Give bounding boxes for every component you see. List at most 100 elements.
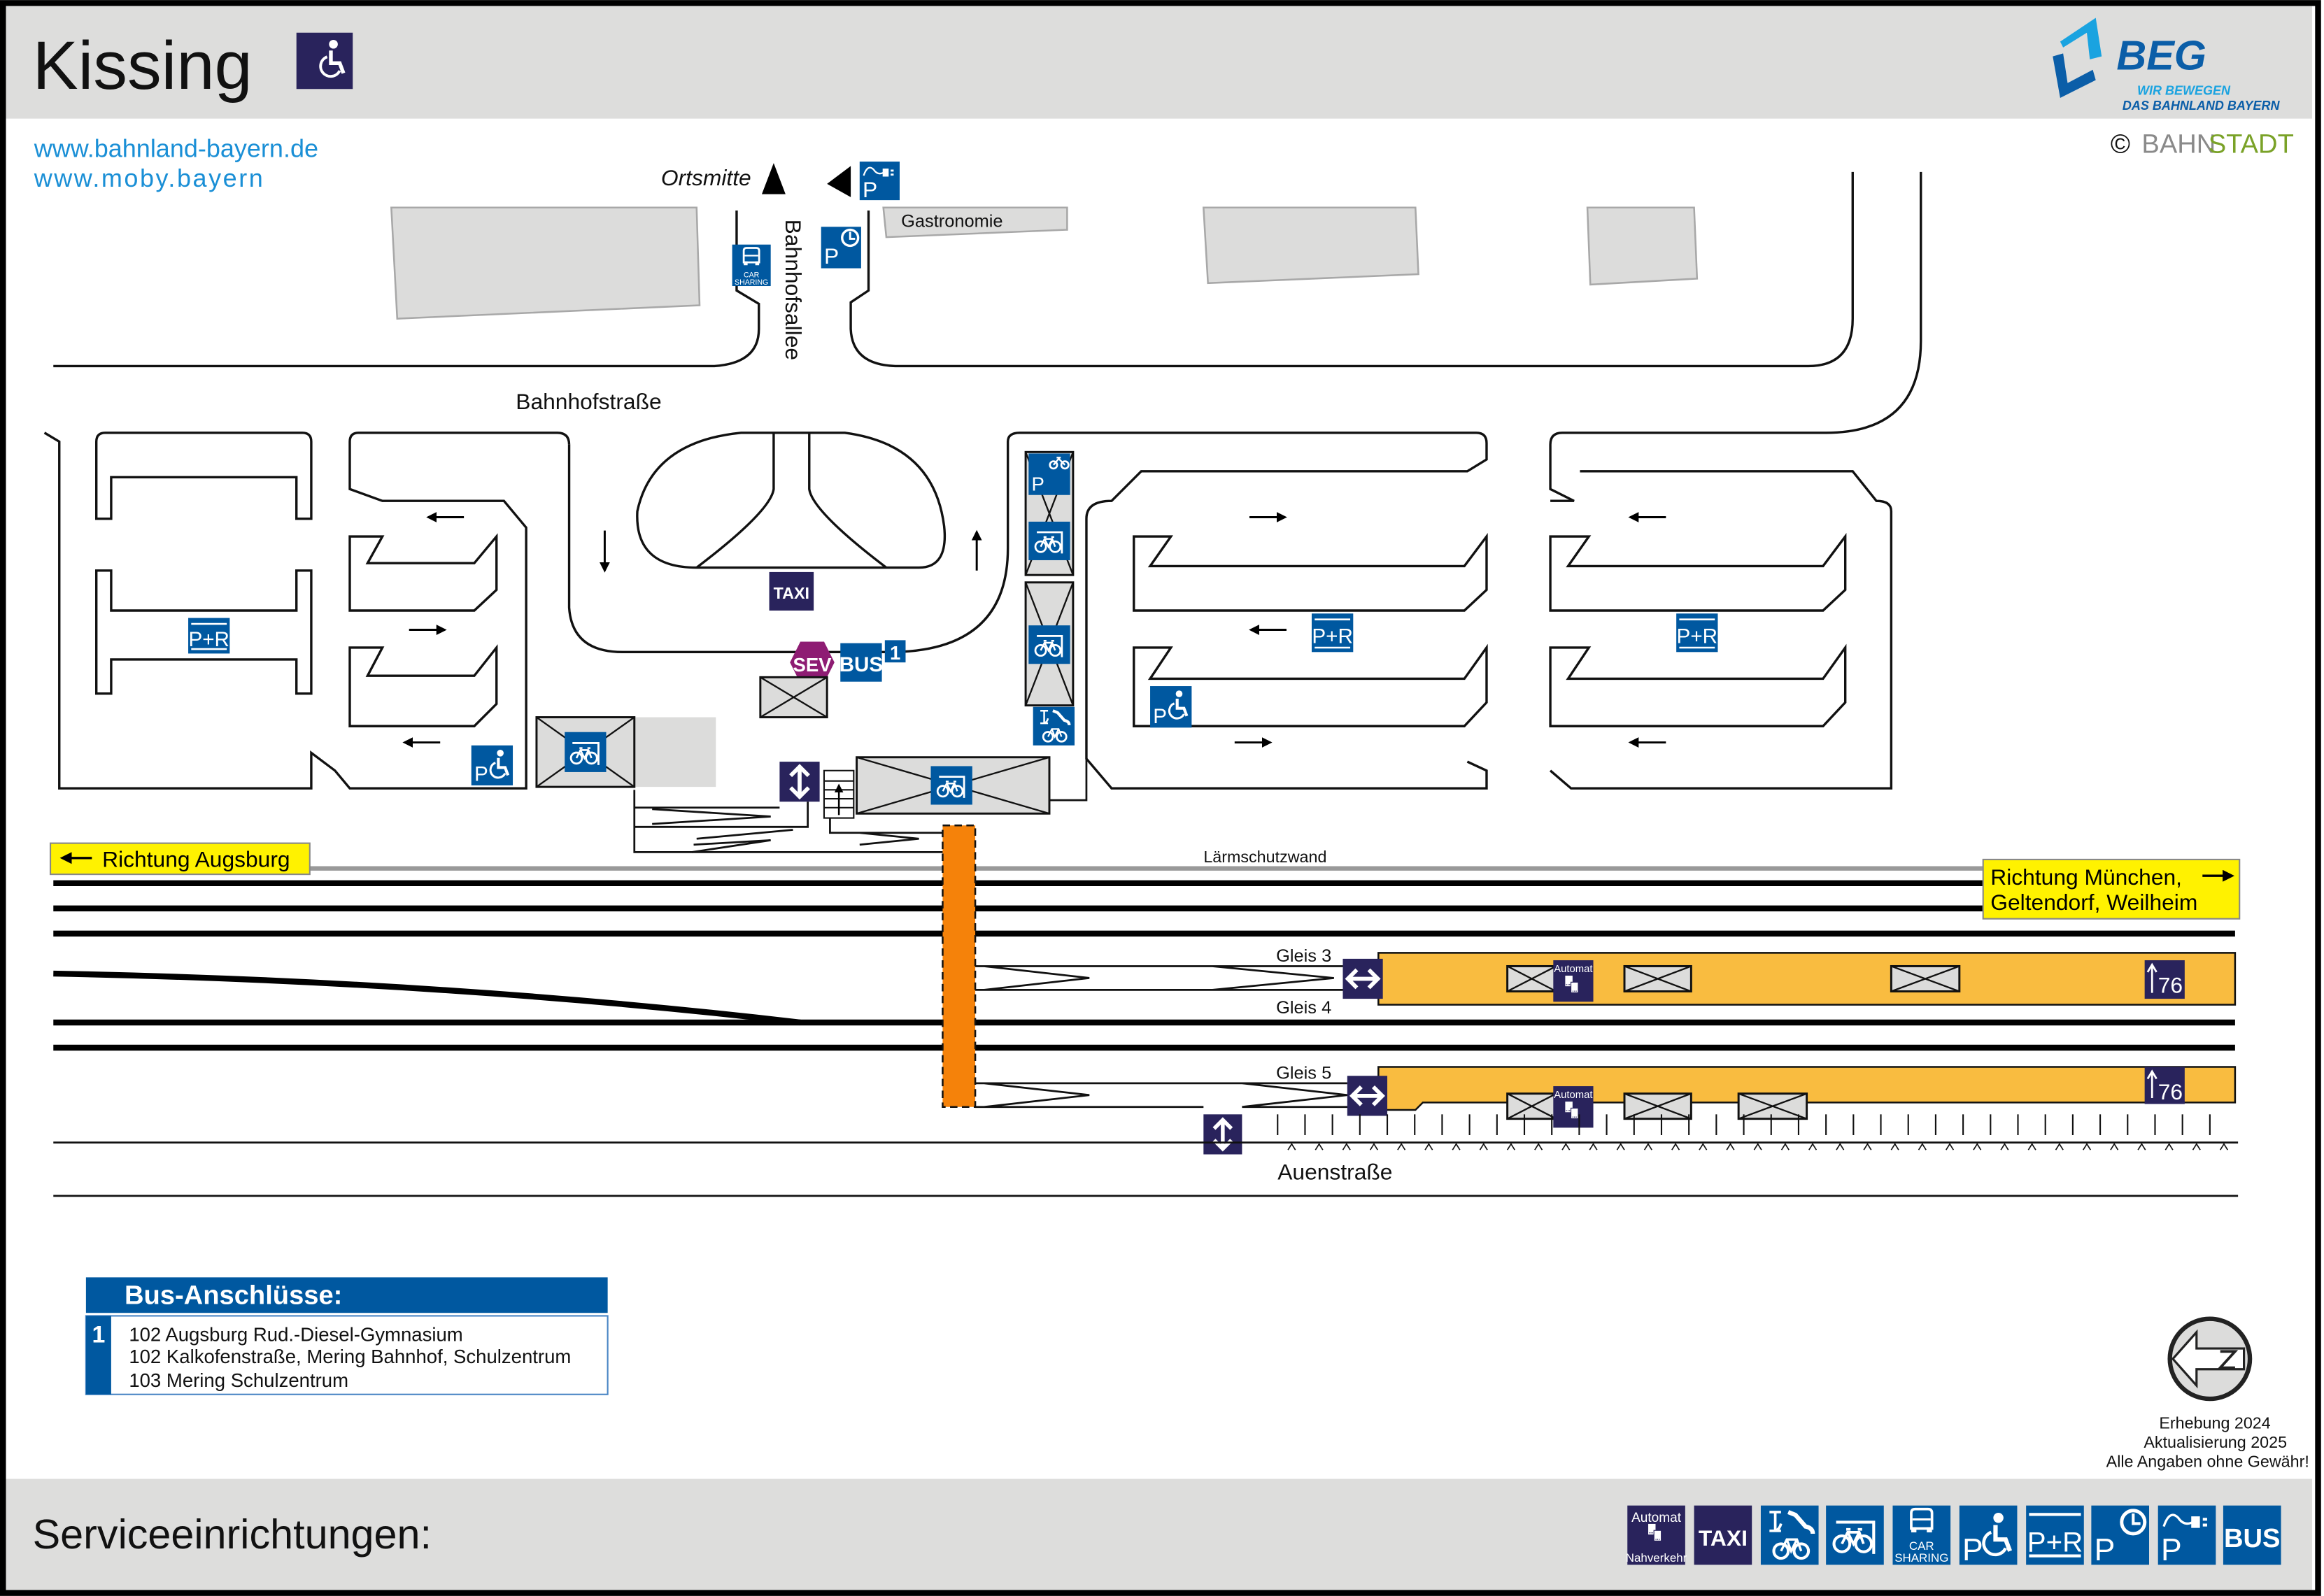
svg-text:P: P xyxy=(1153,705,1167,728)
building-gastronomie xyxy=(882,206,1068,238)
building xyxy=(1202,206,1419,285)
svg-text:76: 76 xyxy=(2158,973,2183,998)
disabled-parking-icon: P xyxy=(471,745,513,786)
services-title: Serviceeinrichtungen: xyxy=(33,1511,432,1558)
curb-mark xyxy=(1397,1143,1406,1150)
taxi-icon: TAXI xyxy=(1694,1505,1752,1565)
curb-mark xyxy=(1753,1143,1762,1150)
direction-sign-augsburg: Richtung Augsburg xyxy=(49,842,311,876)
svg-text:BEG: BEG xyxy=(2116,32,2206,79)
road-outlines xyxy=(43,171,1922,790)
curb-mark xyxy=(1780,1143,1790,1150)
disabled-parking-icon: P xyxy=(1150,686,1192,728)
curb-mark xyxy=(1890,1143,1899,1150)
ortsmitte-label: Ortsmitte xyxy=(661,165,751,190)
link-moby-bayern[interactable]: www.moby.bayern xyxy=(34,164,265,192)
station-title: Kissing xyxy=(33,27,253,104)
curb-mark xyxy=(1589,1143,1598,1150)
curb-mark xyxy=(1643,1143,1652,1150)
platform-shelters xyxy=(1506,964,1961,1120)
bike-repair-icon xyxy=(1033,706,1075,746)
curb-mark xyxy=(1315,1143,1324,1150)
curb-mark xyxy=(1863,1143,1872,1150)
parking-bays-auenstrasse xyxy=(1277,1114,2229,1150)
platform-access-ramps xyxy=(975,965,1379,1109)
curb-mark xyxy=(2110,1143,2119,1150)
park-and-ride-icon: P+R xyxy=(1311,613,1354,653)
svg-text:76: 76 xyxy=(2158,1079,2183,1104)
lift-icon xyxy=(1203,1114,1242,1155)
svg-text:WIR BEWEGEN: WIR BEWEGEN xyxy=(2137,84,2231,98)
svg-text:BUS: BUS xyxy=(2224,1523,2281,1553)
auenstrasse-label: Auenstraße xyxy=(1277,1160,1392,1185)
curb-mark xyxy=(1342,1143,1351,1150)
curb-mark xyxy=(1452,1143,1461,1150)
ev-charging-parking-icon: P xyxy=(2158,1505,2216,1567)
curb-mark xyxy=(1561,1143,1571,1150)
bus-line: 102 Kalkofenstraße, Mering Bahnhof, Schu… xyxy=(129,1346,571,1367)
svg-text:P+R: P+R xyxy=(2027,1526,2083,1558)
curb-mark xyxy=(2027,1143,2036,1150)
curb-mark xyxy=(2192,1143,2201,1150)
svg-text:Geltendorf, Weilheim: Geltendorf, Weilheim xyxy=(1990,890,2197,915)
svg-text:TAXI: TAXI xyxy=(774,584,809,602)
disabled-parking-icon: P xyxy=(1959,1505,2018,1567)
park-and-ride-icon: P+R xyxy=(1676,613,1718,653)
building xyxy=(1586,206,1699,286)
bike-parking-icon xyxy=(1028,625,1070,664)
bus-icon: BUS xyxy=(2223,1505,2281,1565)
short-term-parking-icon: P xyxy=(821,227,861,269)
bike-parking-icon xyxy=(1826,1505,1884,1565)
svg-text:1: 1 xyxy=(890,642,900,664)
curb-mark xyxy=(1946,1143,1955,1150)
curb-mark xyxy=(2164,1143,2174,1150)
park-and-ride-icon: P+R xyxy=(2026,1505,2084,1565)
platform-height-icon: 76 xyxy=(2144,1067,2185,1104)
svg-text:STADT: STADT xyxy=(2209,129,2294,159)
ticket-machine-icon: Automat xyxy=(1553,1086,1594,1128)
svg-text:BAHN: BAHN xyxy=(2141,129,2216,159)
curb-mark xyxy=(2219,1143,2229,1150)
traffic-direction-arrows xyxy=(402,512,1666,748)
curb-mark xyxy=(2083,1143,2092,1150)
park-and-ride-icon: P+R xyxy=(188,618,230,654)
ev-charging-parking-icon: P xyxy=(859,162,900,202)
curb-mark xyxy=(1616,1143,1625,1150)
direction-arrow-icon xyxy=(761,163,786,194)
curb-mark xyxy=(1836,1143,1845,1150)
station-access-ramps xyxy=(633,790,943,853)
svg-text:TAXI: TAXI xyxy=(1699,1525,1748,1551)
curb-mark xyxy=(2137,1143,2146,1150)
taxi-icon: TAXI xyxy=(769,571,814,611)
bus-stop-icon: BUS xyxy=(839,643,883,682)
svg-text:P: P xyxy=(474,763,488,786)
gleis-5-label: Gleis 5 xyxy=(1276,1063,1331,1083)
svg-text:P: P xyxy=(2161,1533,2182,1567)
path xyxy=(1049,758,1088,801)
svg-text:SEV: SEV xyxy=(793,654,832,676)
bus-line: 103 Mering Schulzentrum xyxy=(129,1369,348,1391)
curb-mark xyxy=(1808,1143,1818,1150)
gastronomie-label: Gastronomie xyxy=(901,211,1002,231)
svg-text:P+R: P+R xyxy=(1677,625,1718,648)
curb-mark xyxy=(1287,1143,1296,1150)
bike-shelter xyxy=(535,716,716,788)
svg-text:CAR: CAR xyxy=(744,271,760,279)
ticket-machine-icon: Automat xyxy=(1553,960,1594,1002)
pedestrian-underpass xyxy=(942,824,977,1109)
link-bahnland-bayern[interactable]: www.bahnland-bayern.de xyxy=(34,134,318,163)
north-arrow-icon xyxy=(2167,1316,2253,1402)
curb-mark xyxy=(1671,1143,1680,1150)
stairs xyxy=(823,769,855,819)
bike-repair-icon xyxy=(1760,1505,1819,1565)
svg-text:P: P xyxy=(2095,1533,2116,1567)
wheelchair-icon xyxy=(296,32,353,90)
bahnhofstrasse-label: Bahnhofstraße xyxy=(516,389,661,414)
svg-text:Automat: Automat xyxy=(1554,964,1593,975)
svg-text:P: P xyxy=(863,177,877,202)
svg-text:SHARING: SHARING xyxy=(735,278,768,287)
